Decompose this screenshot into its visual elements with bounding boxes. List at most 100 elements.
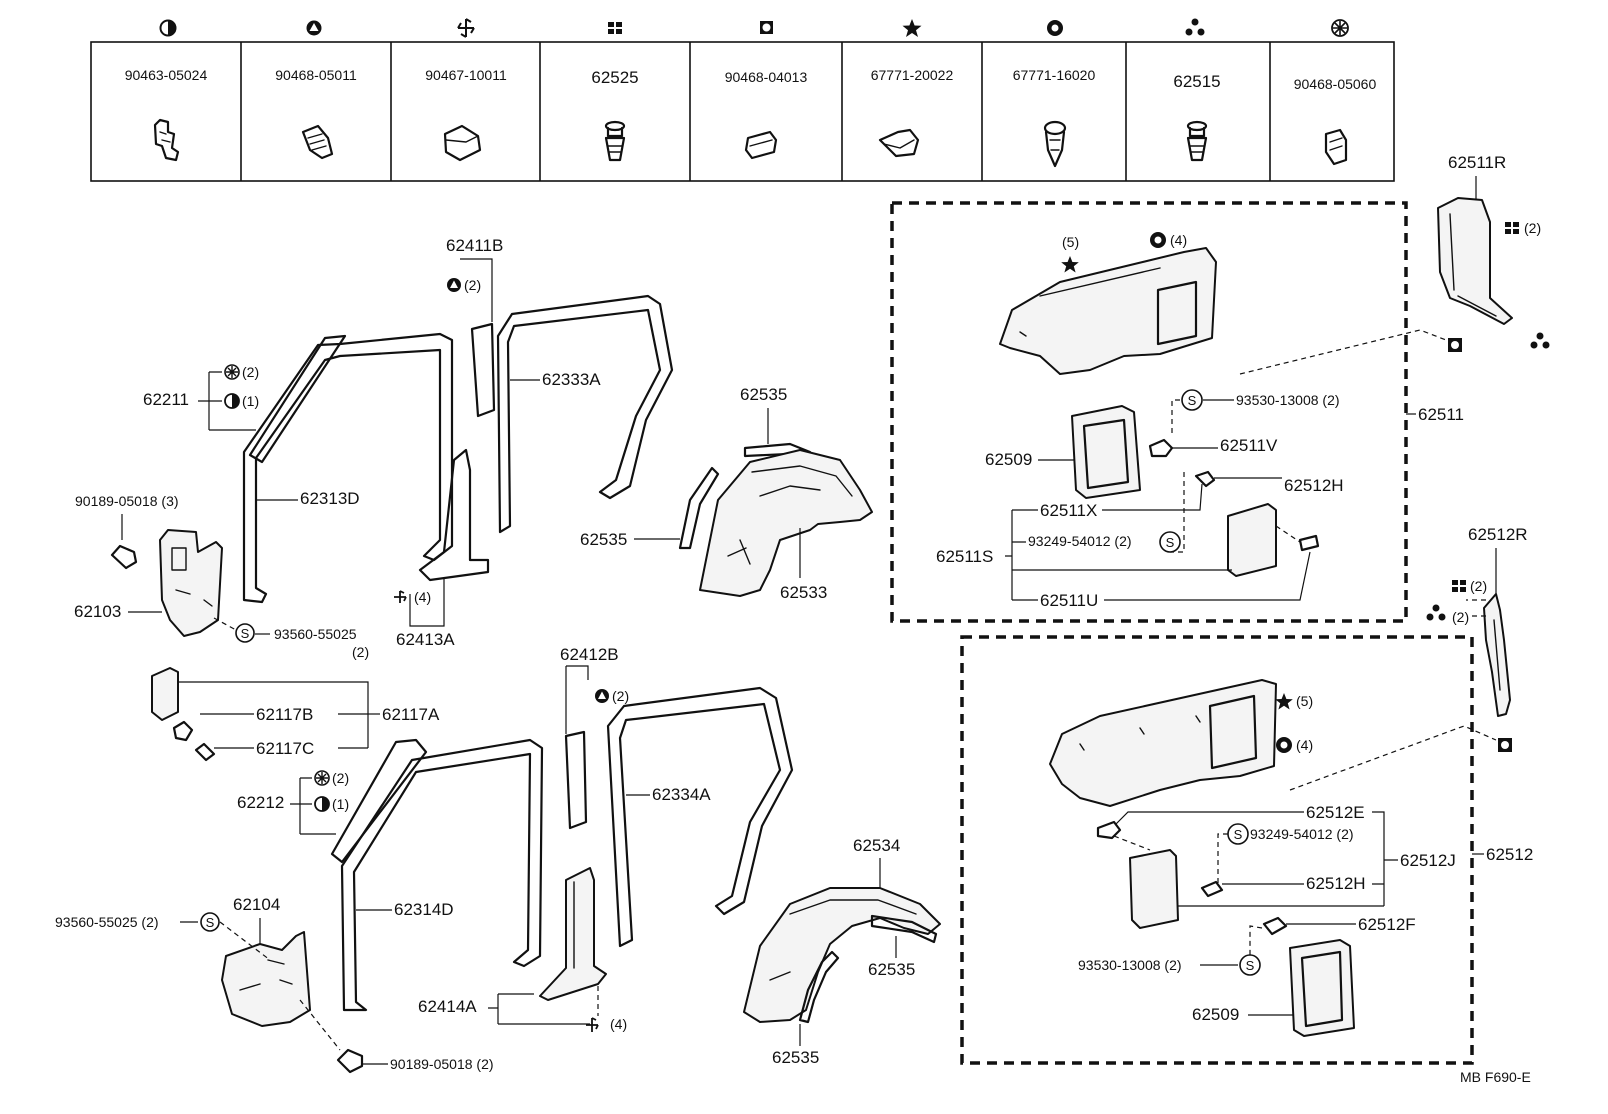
label-62117A: 62117A: [382, 705, 440, 724]
label-62511R: 62511R: [1448, 153, 1506, 172]
circle-triangle-icon: [447, 278, 461, 292]
cover-62511U: [1227, 503, 1277, 577]
clip-62511V: [1148, 438, 1174, 458]
assembly-box-62512: [960, 635, 1474, 1065]
clip-62512E: [1096, 820, 1122, 840]
three-dots-icon: [1185, 18, 1205, 36]
clip-90463-drawing: [153, 118, 180, 162]
legend-part-2: 90468-05011: [275, 67, 357, 83]
label-93560-b: 93560-55025 (2): [55, 914, 159, 930]
label-62412B: 62412B: [560, 645, 619, 664]
asterisk-circle-icon: [1331, 19, 1349, 37]
qty-star-b: (5): [1296, 693, 1313, 709]
fastener-legend-table: 90463-05024 90468-05011 90467-10011 6252…: [90, 18, 1395, 182]
clip-67771-20022-drawing: [878, 128, 920, 158]
qty-62412B: (2): [612, 688, 629, 704]
s-badge-icon: S: [200, 912, 220, 932]
half-circle-icon: [224, 393, 240, 409]
label-93560-a: 93560-55025: [274, 626, 357, 642]
svg-text:S: S: [1246, 958, 1255, 973]
s-badge-icon: S: [1159, 531, 1181, 553]
pinwheel-icon: [586, 1017, 599, 1032]
strip-62535-d: [798, 950, 840, 1024]
square-circle-icon: [1448, 338, 1462, 352]
square-circle-icon: [1498, 738, 1512, 752]
frame-62509-a: [1071, 405, 1141, 499]
quarter-panel-trim-62511: [999, 247, 1217, 375]
strip-62535-c: [870, 914, 938, 944]
qty-62512R-b: (2): [1452, 609, 1469, 625]
s-badge-icon: S: [1181, 389, 1203, 411]
four-square-icon: [608, 22, 622, 34]
label-62512: 62512: [1486, 845, 1533, 864]
legend-part-4: 62525: [591, 68, 638, 87]
circle-ring-icon: [1150, 232, 1166, 248]
half-circle-icon: [314, 796, 330, 812]
weatherstrip-62212: [330, 738, 428, 864]
label-62512J: 62512J: [1400, 851, 1456, 870]
qty-ring-b: (4): [1296, 737, 1313, 753]
label-62411B: 62411B: [446, 236, 503, 255]
qty-62211-a: (2): [242, 364, 259, 380]
label-62512E: 62512E: [1306, 803, 1365, 822]
s-badge-icon: S: [1239, 954, 1261, 976]
trim-panel-62512R: [1483, 593, 1511, 717]
label-62511: 62511: [1418, 405, 1464, 424]
label-93530-b: 93530-13008 (2): [1078, 957, 1182, 973]
svg-text:S: S: [1166, 535, 1175, 550]
qty-ring-a: (4): [1170, 232, 1187, 248]
qty-62511R: (2): [1524, 220, 1541, 236]
label-62414A: 62414A: [418, 997, 477, 1016]
cover-62117A: [151, 667, 179, 721]
four-square-icon: [1505, 222, 1519, 234]
qty-62211-b: (1): [242, 393, 259, 409]
circle-triangle-icon: [306, 20, 322, 36]
label-90189-a: 90189-05018 (3): [75, 493, 179, 509]
svg-text:S: S: [1234, 827, 1243, 842]
label-62511U: 62511U: [1040, 591, 1098, 610]
asterisk-circle-icon: [314, 770, 330, 786]
circle-ring-icon: [1047, 20, 1063, 36]
label-93249-b: 93249-54012 (2): [1250, 826, 1354, 842]
label-62314D: 62314D: [394, 900, 454, 919]
label-62313D: 62313D: [300, 489, 360, 508]
svg-text:S: S: [206, 915, 215, 930]
label-62534: 62534: [853, 836, 900, 855]
quarter-trim-62104: [221, 931, 311, 1027]
label-62104: 62104: [233, 895, 280, 914]
label-62117C: 62117C: [256, 739, 314, 758]
legend-part-6: 67771-20022: [871, 67, 954, 83]
clip-62512H-a: [1194, 470, 1216, 488]
door-opening-trim-62334A: [606, 686, 794, 948]
legend-part-8: 62515: [1173, 72, 1220, 91]
trim-panel-62511R: [1437, 197, 1513, 325]
push-rivet-62515-drawing: [1186, 120, 1208, 162]
label-62511V: 62511V: [1220, 436, 1278, 455]
label-62511S: 62511S: [936, 547, 993, 566]
label-62535-d: 62535: [772, 1048, 819, 1067]
clip-90468-04013-drawing: [744, 130, 778, 160]
clip-90468-05060-drawing: [1324, 128, 1348, 166]
s-badge-icon: S: [235, 623, 255, 643]
qty-62413A: (4): [414, 589, 431, 605]
label-62333A: 62333A: [542, 370, 601, 389]
label-62511X: 62511X: [1040, 501, 1097, 520]
svg-text:S: S: [1188, 393, 1197, 408]
label-62212: 62212: [237, 793, 284, 812]
clip-62512H-b: [1200, 880, 1224, 898]
legend-part-1: 90463-05024: [125, 67, 208, 83]
door-opening-trim-62333A: [496, 294, 674, 534]
legend-part-7: 67771-16020: [1013, 67, 1096, 83]
weatherstrip-62211: [248, 334, 347, 464]
strip-62535-side: [678, 466, 720, 550]
qty-62414A: (4): [610, 1016, 627, 1032]
label-62535-c: 62535: [868, 960, 915, 979]
circle-triangle-icon: [595, 689, 609, 703]
screw-90189-a: [110, 544, 138, 570]
four-square-icon: [1452, 580, 1466, 592]
frame-62509-b: [1289, 939, 1355, 1037]
legend-part-5: 90468-04013: [725, 69, 808, 85]
three-dots-icon: [1426, 604, 1446, 621]
label-93530-a: 93530-13008 (2): [1236, 392, 1340, 408]
